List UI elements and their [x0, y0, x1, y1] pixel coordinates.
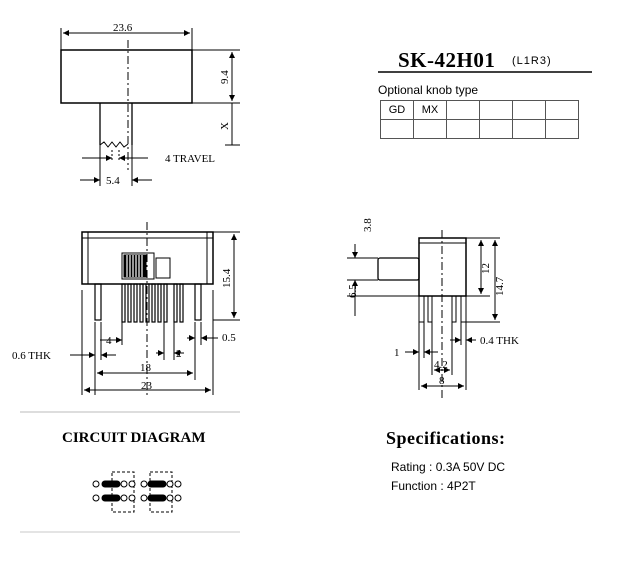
side-total-height-dim: 14.7 [494, 276, 506, 296]
knob-cell [479, 100, 513, 120]
knob-cell [545, 119, 579, 139]
pitch-b-dim: 2 [176, 348, 182, 360]
spec-rating: Rating : 0.3A 50V DC [391, 460, 506, 474]
top-height-dim: 9.4 [219, 70, 231, 84]
knob-type-label: Optional knob type [378, 83, 479, 97]
specifications-title: Specifications: [386, 428, 506, 448]
spec-function: Function : 4P2T [391, 479, 476, 493]
side-pin-offset-dim: 1 [394, 347, 400, 359]
circuit-diagram-title: CIRCUIT DIAGRAM [62, 430, 206, 446]
side-knob-offset-dim: 6.5 [347, 284, 359, 298]
side-knob [377, 257, 420, 281]
side-knob-height-dim: 3.8 [362, 218, 374, 232]
knob-row-1: GD MX [380, 100, 579, 120]
knob-cell [479, 119, 513, 139]
side-view [347, 230, 500, 400]
circuit-diagram [92, 471, 182, 513]
knob-cell [545, 100, 579, 120]
product-subtitle: (L1R3) [512, 55, 552, 67]
knob-type-table: GD MX [380, 100, 579, 139]
knob-cell: MX [413, 100, 447, 120]
travel-label: 4 TRAVEL [165, 153, 215, 165]
knob-width-dim: 5.4 [106, 175, 120, 187]
span-18-dim: 18 [140, 362, 152, 374]
offset-dim: 0.5 [222, 332, 236, 344]
top-body [60, 49, 193, 104]
knob-cell [446, 119, 480, 139]
thickness-label: 0.6 THK [12, 350, 51, 362]
product-title: SK-42H01 [398, 48, 496, 72]
front-height-dim: 15.4 [221, 268, 233, 288]
front-view [20, 222, 240, 413]
knob-cell [380, 119, 414, 139]
knob-cell [446, 100, 480, 120]
knob-cell: GD [380, 100, 414, 120]
pitch-a-dim: 4 [106, 335, 112, 347]
top-width-dim: 23.6 [113, 22, 133, 34]
knob-cell [413, 119, 447, 139]
side-body-height-dim: 12 [480, 263, 492, 274]
knob-cell [512, 119, 546, 139]
side-pin-thk-label: 0.4 THK [480, 335, 519, 347]
side-width-dim: 8 [439, 375, 445, 387]
top-knob-dim: X [219, 122, 231, 130]
top-view [60, 28, 240, 186]
span-23-dim: 23 [141, 380, 153, 392]
knob-row-2 [380, 119, 579, 139]
knob-cell [512, 100, 546, 120]
side-pin-span-dim: 4.2 [434, 359, 448, 371]
